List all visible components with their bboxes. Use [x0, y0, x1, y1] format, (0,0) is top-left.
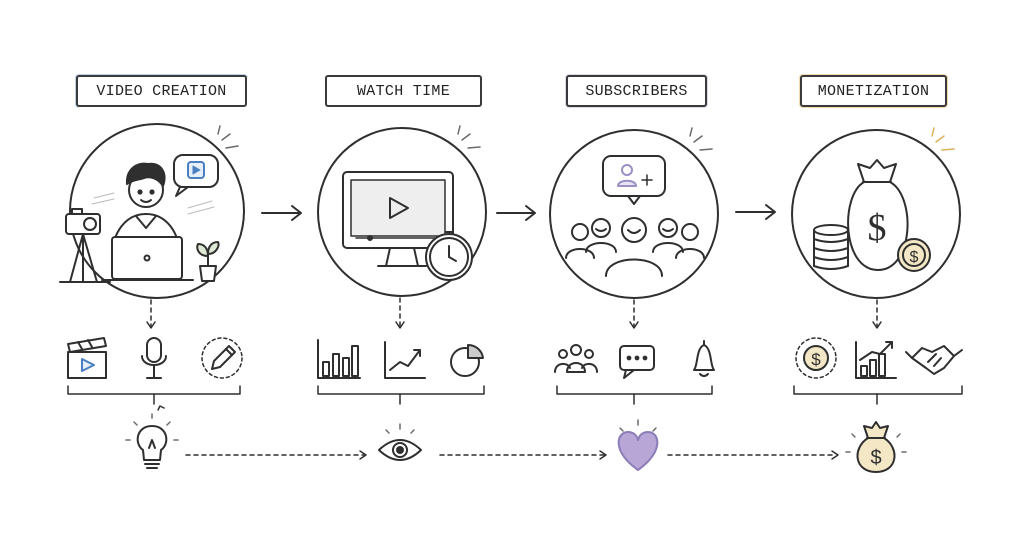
arrow-right-icon	[496, 205, 536, 221]
svg-text:$: $	[870, 447, 881, 469]
svg-text:$: $	[811, 350, 821, 369]
chat-bubble-icon	[619, 345, 655, 379]
money-bag-icon: $	[847, 159, 909, 271]
audience-icon	[565, 217, 705, 277]
stopwatch-icon	[425, 231, 473, 281]
label-monetization: MONETIZATION	[800, 75, 947, 107]
bar-chart-icon	[317, 339, 361, 379]
connector-arrowheads	[146, 321, 882, 329]
bottom-arrowheads	[359, 450, 839, 460]
sparkle-icon	[689, 127, 713, 151]
pie-chart-icon	[450, 343, 484, 377]
laptop-icon	[101, 236, 194, 281]
stage-circle	[791, 129, 961, 299]
monitor-icon	[342, 171, 454, 267]
growth-chart-icon	[855, 341, 897, 379]
stage-circle	[69, 123, 245, 299]
label-video-creation: VIDEO CREATION	[76, 75, 247, 107]
dollar-coin-icon: $	[897, 238, 931, 272]
stage-watch-time	[317, 125, 487, 297]
stage-video-creation	[59, 123, 245, 299]
dashed-connectors	[150, 297, 878, 327]
arrow-right-icon	[735, 204, 776, 220]
add-user-bubble-icon	[602, 155, 666, 205]
stage-monetization: $ $	[791, 127, 961, 299]
clapperboard-icon	[67, 337, 107, 379]
camera-icon	[59, 208, 111, 283]
money-bag-small-icon: $	[845, 421, 907, 473]
heart-icon	[617, 419, 659, 471]
dollar-coin-icon: $	[795, 337, 837, 379]
stage-circle	[549, 129, 719, 299]
pencil-icon	[201, 337, 243, 379]
sparkle-icon	[217, 125, 239, 149]
sparkle-icon	[931, 127, 955, 151]
brackets	[67, 385, 963, 405]
sparkle-icon	[457, 125, 481, 149]
lightbulb-icon	[125, 413, 179, 469]
shading-lines	[91, 192, 215, 215]
stage-circle	[317, 127, 487, 297]
coin-stack-icon	[813, 224, 849, 270]
eye-icon	[378, 423, 422, 461]
plant-icon	[196, 241, 220, 282]
line-chart-icon	[384, 341, 426, 379]
bell-icon	[693, 340, 715, 377]
small-arrow	[157, 405, 165, 411]
arrow-right-icon	[261, 205, 302, 221]
microphone-icon	[141, 337, 167, 379]
handshake-icon	[905, 345, 963, 375]
label-watch-time: WATCH TIME	[325, 75, 482, 107]
group-icon	[554, 344, 598, 373]
play-bubble-icon	[173, 154, 219, 197]
stage-subscribers	[549, 127, 719, 299]
svg-text:$: $	[910, 249, 919, 266]
label-subscribers: SUBSCRIBERS	[566, 75, 707, 107]
creator-person-icon	[111, 162, 181, 259]
svg-text:$: $	[868, 207, 887, 249]
